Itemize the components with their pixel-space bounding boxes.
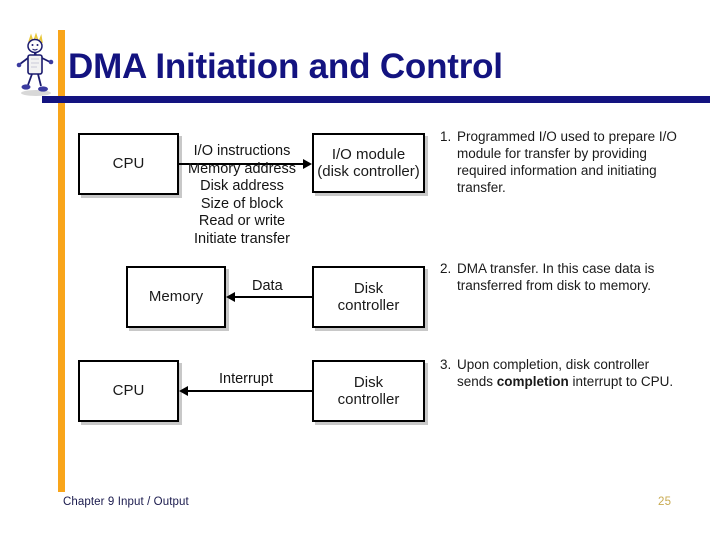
note-item-3-text-before: Upon completion, disk controller sends <box>457 357 650 389</box>
arrow-cpu-to-io-module-line <box>179 163 304 165</box>
arrow-label-read-or-write: Read or write <box>198 213 286 229</box>
diagram-box-disk-controller-middle: Disk controller <box>312 266 425 328</box>
arrow-cpu-to-io-module-labels: I/O instructions Memory address Disk add… <box>176 143 308 248</box>
diagram-box-disk-controller-bottom-label: Disk <box>353 373 384 391</box>
note-item-1: 1. Programmed I/O used to prepare I/O mo… <box>440 128 688 196</box>
arrow-disk-to-memory-line <box>235 296 313 298</box>
note-item-2-text-before: DMA transfer. In this case data is trans… <box>457 261 655 293</box>
arrow-disk-to-cpu-head-icon <box>179 386 188 396</box>
diagram-box-cpu-top-label: CPU <box>112 155 145 173</box>
note-item-3-text-after: interrupt to CPU. <box>568 374 674 389</box>
presenter-clipart-icon <box>12 32 58 98</box>
note-item-1-text: Programmed I/O used to prepare I/O modul… <box>457 128 688 196</box>
note-item-1-number: 1. <box>440 129 452 144</box>
diagram-box-cpu-bottom-label: CPU <box>112 382 145 400</box>
note-item-3-text-bold: completion <box>496 374 569 389</box>
title-divider <box>42 96 710 103</box>
arrow-label-data: Data <box>252 278 283 294</box>
note-item-3-number: 3. <box>440 357 452 372</box>
note-item-2-text: DMA transfer. In this case data is trans… <box>457 260 688 294</box>
arrow-cpu-to-io-module-head-icon <box>303 159 312 169</box>
diagram-box-memory-label: Memory <box>148 288 204 306</box>
arrow-label-size-of-block: Size of block <box>200 195 284 212</box>
diagram-box-io-module-label: I/O module <box>331 145 406 163</box>
arrow-disk-to-cpu-line <box>188 390 313 392</box>
diagram-box-io-module: I/O module (disk controller) <box>312 133 425 193</box>
arrow-label-initiate-transfer: Initiate transfer <box>194 230 290 247</box>
note-item-2-number: 2. <box>440 261 452 276</box>
diagram-box-disk-controller-bottom-sublabel: controller <box>337 391 400 408</box>
diagram-box-cpu-top: CPU <box>78 133 179 195</box>
diagram-box-disk-controller-middle-label: Disk <box>353 279 384 297</box>
diagram-box-cpu-bottom: CPU <box>78 360 179 422</box>
arrow-label-disk-address: Disk address <box>200 178 284 194</box>
arrow-label-io-instructions: I/O instructions <box>193 143 291 159</box>
footer-chapter-label: Chapter 9 Input / Output <box>63 496 189 508</box>
note-item-2: 2. DMA transfer. In this case data is tr… <box>440 260 688 294</box>
note-item-3: 3. Upon completion, disk controller send… <box>440 356 688 390</box>
note-item-3-text: Upon completion, disk controller sends c… <box>457 356 688 390</box>
arrow-disk-to-memory-head-icon <box>226 292 235 302</box>
accent-bar <box>58 30 65 492</box>
note-item-1-text-before: Programmed I/O used to prepare I/O modul… <box>457 129 677 195</box>
arrow-label-memory-address: Memory address <box>188 160 296 177</box>
page-title: DMA Initiation and Control <box>68 47 503 86</box>
diagram-box-memory: Memory <box>126 266 226 328</box>
footer-page-number: 25 <box>658 496 672 508</box>
diagram-box-io-module-sublabel: (disk controller) <box>317 163 420 180</box>
diagram-box-disk-controller-middle-sublabel: controller <box>337 297 400 314</box>
arrow-label-interrupt: Interrupt <box>219 371 273 387</box>
diagram-box-disk-controller-bottom: Disk controller <box>312 360 425 422</box>
